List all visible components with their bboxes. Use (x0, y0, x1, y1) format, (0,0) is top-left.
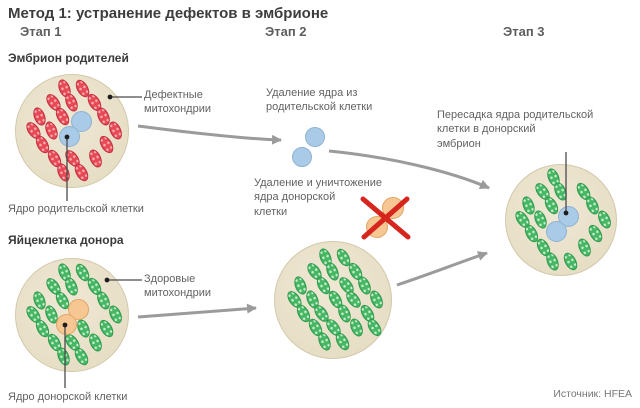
defective-mitochondria-label: Дефектные митохондрии (144, 89, 212, 116)
healthy-mitochondrion-icon (560, 250, 581, 272)
parent-nucleus-label: Ядро родительской клетки (8, 203, 144, 215)
result-embryo-cell (505, 164, 617, 276)
parent-embryo-cell (15, 74, 129, 188)
parent-nucleus-icon (545, 220, 567, 242)
arrow-donor-to-step2-icon (137, 303, 257, 319)
donor-nucleus-icon (55, 313, 77, 335)
donor-nucleus-icon (67, 298, 89, 320)
healthy-mitochondrion-icon (347, 316, 365, 338)
transfer-nucleus-label: Пересадка ядра родительской клетки в дон… (437, 109, 594, 150)
healthy-mitochondrion-icon (86, 331, 104, 353)
destroy-donor-nucleus-label: Удаление и уничтожение ядра донорской кл… (254, 177, 382, 218)
extracted-parent-nucleus (292, 147, 312, 167)
remove-parent-nucleus-label: Удаление ядра из родительской клетки (266, 87, 373, 114)
destroyed-donor-nucleus (366, 216, 388, 238)
healthy-mitochondrion-icon (543, 250, 562, 272)
donor-nucleus-label: Ядро донорской клетки (8, 391, 128, 403)
parent-embryo-header: Эмбрион родителей (8, 51, 129, 65)
stage-1-label: Этап 1 (20, 24, 62, 39)
source-credit: Источник: HFEA (553, 388, 632, 400)
healthy-mitochondrion-icon (332, 330, 353, 352)
defective-mitochondrion-icon (86, 147, 104, 169)
diagram-title: Метод 1: устранение дефектов в эмбрионе (8, 5, 329, 22)
healthy-mitochondria-label: Здоровые митохондрии (144, 273, 212, 300)
donor-egg-cell (15, 258, 129, 372)
parent-nucleus-icon (58, 125, 80, 147)
arrow-parent-to-step2-icon (137, 124, 282, 145)
stage-3-label: Этап 3 (503, 24, 545, 39)
defective-mitochondrion-icon (71, 161, 92, 183)
enucleated-donor-cell (274, 241, 392, 359)
parent-nucleus-icon (70, 110, 92, 132)
arrow-cell-to-step3-icon (396, 251, 488, 287)
healthy-mitochondrion-icon (575, 236, 593, 258)
donor-egg-header: Яйцеклетка донора (8, 233, 124, 247)
stage-2-label: Этап 2 (265, 24, 307, 39)
parent-nucleus-icon (557, 205, 579, 227)
healthy-mitochondrion-icon (71, 345, 92, 367)
extracted-parent-nucleus (305, 127, 325, 147)
